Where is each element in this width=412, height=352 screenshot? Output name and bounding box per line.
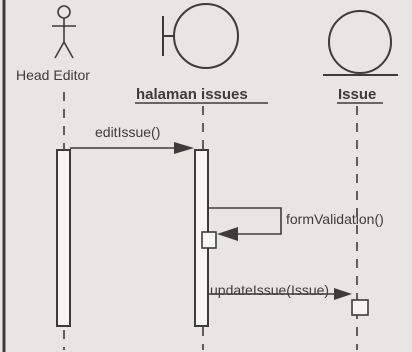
actor-activation-bar (56, 149, 71, 327)
message-label-edit-issue: editIssue() (95, 124, 161, 140)
actor-icon (52, 5, 76, 59)
boundary-label: halaman issues (136, 86, 248, 103)
entity-label: Issue (338, 86, 377, 103)
self-call-activation (201, 231, 217, 249)
message-arrow-form-validation (208, 207, 282, 241)
message-label-form-validation: formValidation() (286, 211, 384, 227)
actor-label: Head Editor (16, 67, 90, 83)
entity-icon (323, 10, 398, 76)
message-label-update-issue: updateIssue(Issue) (210, 282, 330, 298)
message-arrow-edit-issue (70, 142, 194, 154)
message-arrow-update-issue (208, 288, 352, 300)
entity-activation (351, 299, 369, 316)
boundary-icon (162, 3, 239, 69)
